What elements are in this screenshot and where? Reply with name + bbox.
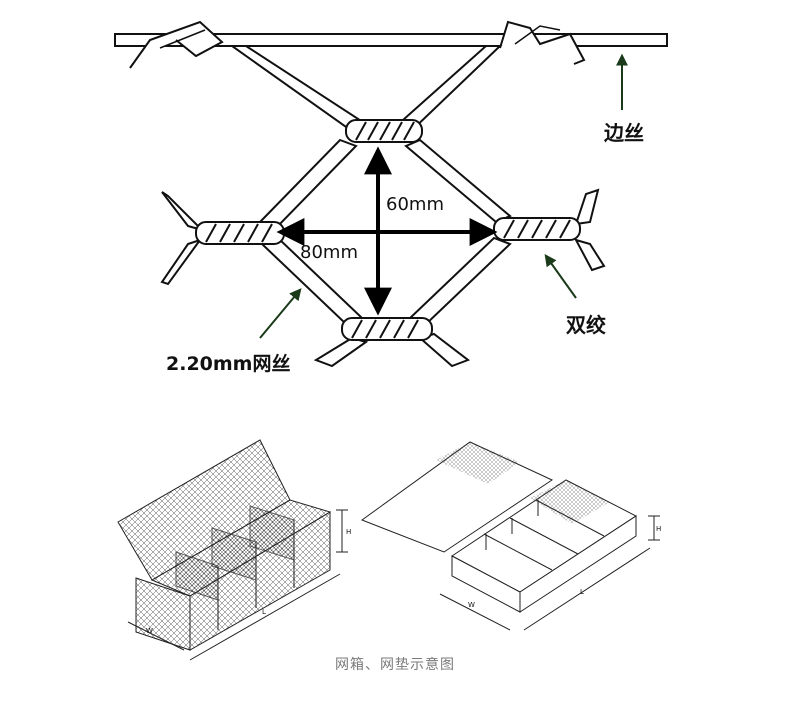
box-dim-h: H	[346, 528, 351, 536]
top-twist	[345, 119, 423, 143]
figure-caption: 网箱、网垫示意图	[335, 657, 455, 673]
bottom-twist	[341, 317, 433, 341]
edge-wire	[114, 20, 668, 69]
left-twist	[195, 221, 285, 245]
mesh-wire-label: 2.20mm网丝	[166, 352, 290, 375]
dim-60-label: 60mm	[386, 194, 444, 215]
edge-wire-label: 边丝	[603, 121, 644, 145]
mesh-wire-callout-arrow	[259, 288, 302, 339]
box-dim-l: L	[262, 608, 266, 616]
gabion-mattress-illustration: H W L	[360, 441, 661, 631]
gabion-box-illustration: H W L	[117, 439, 351, 661]
twist-callout-arrow	[544, 254, 577, 299]
right-twist	[493, 217, 581, 241]
mattress-dim-l: L	[580, 588, 584, 596]
mattress-dim-w: W	[468, 601, 475, 609]
dim-80-label: 80mm	[300, 242, 358, 263]
mattress-dim-h: H	[656, 525, 661, 533]
double-twist-label: 双绞	[566, 313, 606, 337]
box-dim-w: W	[146, 627, 153, 635]
hex-mesh-detail: 60mm 80mm 边丝 双绞 2.20mm网丝	[114, 20, 668, 375]
